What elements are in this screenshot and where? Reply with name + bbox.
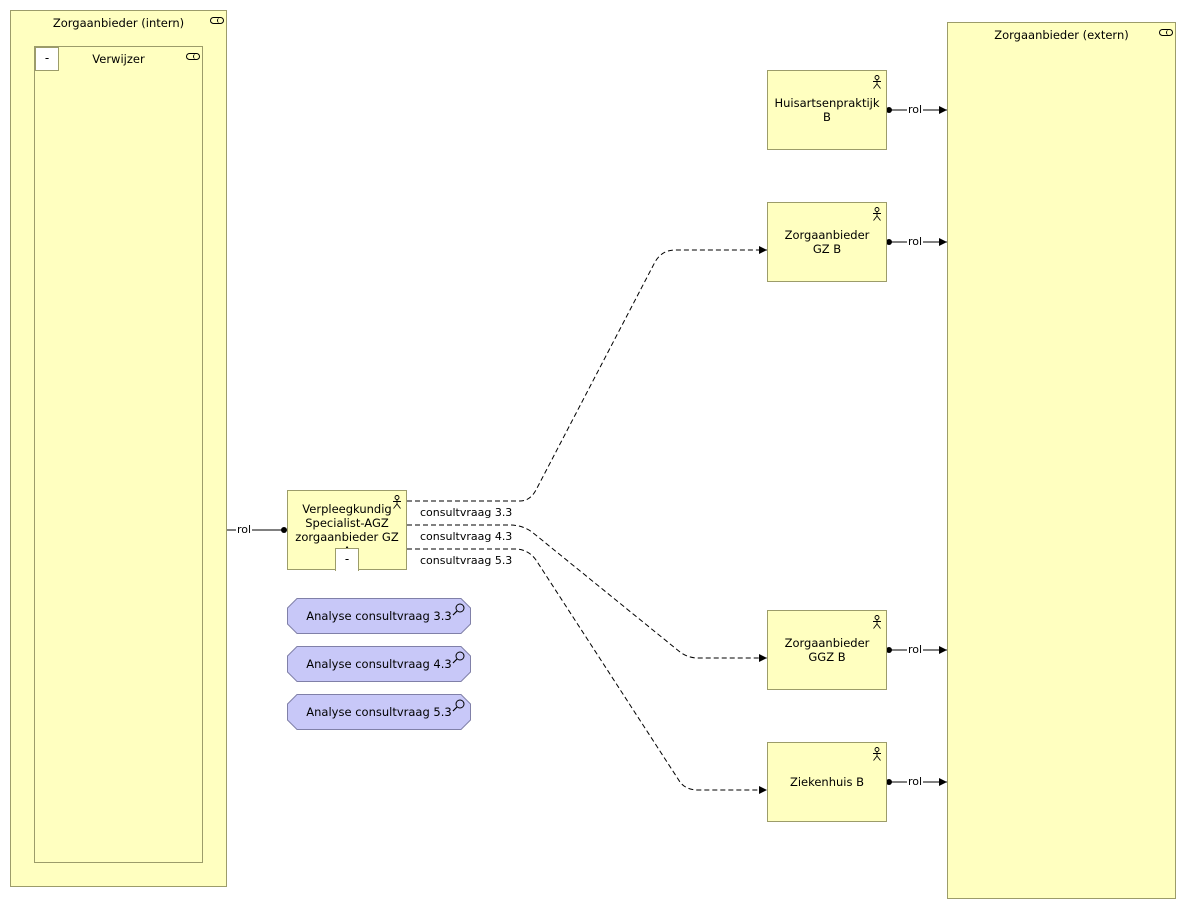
verwijzer-title: Verwijzer [92, 52, 145, 66]
rol-label-ggz-b: rol [907, 643, 924, 656]
function-label: Analyse consultvraag 3.3 [306, 609, 452, 623]
verwijzer-container[interactable]: - Verwijzer [34, 46, 203, 863]
function-analyse-consultvraag-5-3[interactable]: Analyse consultvraag 5.3 [287, 694, 471, 730]
rol-dot-huisarts [886, 107, 892, 113]
actor-label: Zorgaanbieder GGZ B [784, 636, 870, 664]
actor-verpleegkundig-specialist[interactable]: Verpleegkundig Specialist-AGZ zorgaanbie… [287, 490, 407, 571]
actor-label: Ziekenhuis B [789, 775, 865, 789]
rol-label-gz-b: rol [907, 235, 924, 248]
actor-icon [873, 75, 881, 89]
role-icon [210, 17, 224, 24]
rol-label-huisarts: rol [907, 103, 924, 116]
actor-label: Verpleegkundig Specialist-AGZ zorgaanbie… [295, 502, 399, 558]
zorgaanbieder-intern-container[interactable]: Zorgaanbieder (intern) - Verwijzer [10, 10, 227, 887]
actor-label: Zorgaanbieder GZ B [784, 228, 870, 256]
actor-icon [873, 615, 881, 629]
zorgaanbieder-extern-container[interactable]: Zorgaanbieder (extern) [947, 22, 1176, 899]
role-icon [186, 53, 200, 60]
rol-dot-gz-b [886, 239, 892, 245]
flow-label-5-3: consultvraag 5.3 [420, 554, 513, 567]
rol-label-ziekenhuis: rol [907, 775, 924, 788]
function-shape [287, 694, 471, 730]
actor-huisartsenpraktijk-b[interactable]: Huisartsenpraktijk B [767, 70, 887, 150]
search-icon [453, 602, 467, 616]
flow-label-4-3: consultvraag 4.3 [420, 530, 513, 543]
function-shape [287, 598, 471, 634]
function-shape [287, 646, 471, 682]
actor-icon [873, 207, 881, 221]
search-icon [453, 650, 467, 664]
actor-icon [393, 495, 401, 509]
rol-dot-verwijzer [281, 527, 287, 533]
function-analyse-consultvraag-4-3[interactable]: Analyse consultvraag 4.3 [287, 646, 471, 682]
zorgaanbieder-intern-title: Zorgaanbieder (intern) [52, 16, 185, 30]
rol-label-verwijzer: rol [236, 523, 253, 536]
zorgaanbieder-extern-title: Zorgaanbieder (extern) [994, 28, 1129, 42]
function-label: Analyse consultvraag 4.3 [306, 657, 452, 671]
role-icon [1159, 29, 1173, 36]
flow-line-4-3[interactable] [407, 524, 767, 662]
search-icon [453, 698, 467, 712]
actor-icon [873, 747, 881, 761]
function-analyse-consultvraag-3-3[interactable]: Analyse consultvraag 3.3 [287, 598, 471, 634]
collapse-button[interactable]: - [335, 548, 359, 571]
flow-line-5-3[interactable] [407, 548, 767, 794]
function-label: Analyse consultvraag 5.3 [306, 705, 452, 719]
actor-label: Huisartsenpraktijk B [774, 96, 880, 124]
actor-ziekenhuis-b[interactable]: Ziekenhuis B [767, 742, 887, 822]
rol-dot-ggz-b [886, 647, 892, 653]
rol-dot-ziekenhuis [886, 779, 892, 785]
flow-label-3-3: consultvraag 3.3 [420, 506, 513, 519]
actor-zorgaanbieder-ggz-b[interactable]: Zorgaanbieder GGZ B [767, 610, 887, 690]
actor-zorgaanbieder-gz-b[interactable]: Zorgaanbieder GZ B [767, 202, 887, 282]
collapse-button[interactable]: - [35, 47, 59, 71]
flow-line-3-3[interactable] [407, 246, 767, 502]
